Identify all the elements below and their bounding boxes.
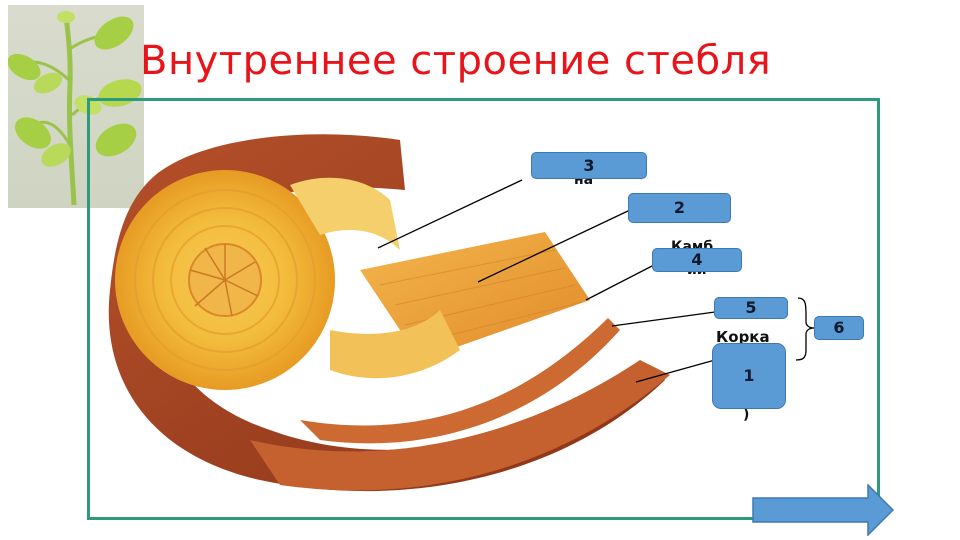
peek-text-1: ): [743, 407, 750, 423]
label-box-2[interactable]: 2: [628, 193, 731, 223]
wood-cutout: [290, 177, 400, 250]
next-arrow-icon[interactable]: [752, 484, 895, 536]
bracket-brace: [795, 297, 815, 361]
slide-title: Внутреннее строение стебля: [140, 38, 772, 84]
label-box-6[interactable]: 6: [814, 316, 864, 340]
label-box-5[interactable]: 5: [714, 297, 788, 319]
label-box-4[interactable]: 4: [652, 248, 742, 272]
label-box-3[interactable]: 3: [531, 152, 647, 179]
plant-sprout-image: [7, 5, 144, 208]
diagram-frame: [87, 98, 880, 520]
phloem-layer: [300, 318, 620, 444]
bark-layer-lower: [250, 360, 670, 491]
label-box-1[interactable]: 1: [712, 343, 786, 409]
peek-text-5: Корка: [716, 328, 770, 346]
bark-shell: [108, 134, 665, 492]
